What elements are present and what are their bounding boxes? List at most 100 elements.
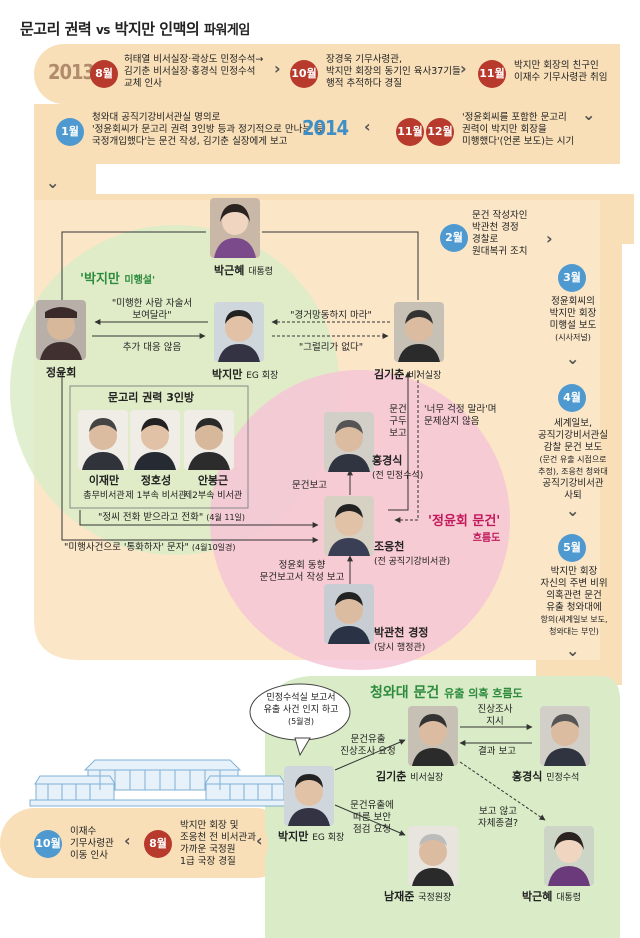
jho-photo [130,410,180,470]
kim2-photo [408,706,458,766]
kim2-name: 김기춘 비서실장 [376,770,444,783]
nam-name: 남재준 국정원장 [384,890,452,903]
month-11: 11월 [478,60,506,88]
line-pres-kim [262,231,419,300]
label-text-msg: "미행사건으로 '통화하자' 문자" (4월10일경) [64,542,236,553]
month-10: 10월 [290,60,318,88]
chevron-right-icon: › [546,229,553,248]
trio-box [69,385,249,509]
year-2013: 2013 [48,60,95,84]
pgc-name: 박관천 경정(당시 행정관) [374,626,429,653]
arrow-trio-cho [79,510,319,528]
month-10b: 10월 [34,830,62,858]
month-8b: 8월 [144,830,172,858]
park-jm-photo [214,302,264,362]
park-jm-name: 박지만 EG 회장 [212,368,279,381]
park-gh-photo [210,198,260,258]
kim-photo [394,302,444,362]
park-gh2-name: 박근혜 대통령 [522,890,582,903]
arrow-jung-cho [61,372,319,543]
label-doc-report: 문건보고 [292,480,327,491]
arrow-kim-cho [394,370,419,523]
month-3: 3월 [558,264,586,292]
chevron-right-icon: › [460,59,467,78]
cho-photo [324,496,374,556]
nam-photo [408,826,458,886]
label-no-response: 추가 대응 않음 [122,342,182,353]
timeline-end [6,812,268,876]
hong-name: 홍경식(전 민정수석) [372,454,424,481]
chevron-left-icon: ‹ [256,831,263,850]
ahn-photo [184,410,234,470]
cho-name: 조응천(전 공직기강비서관) [374,540,451,567]
arrow-kim2-pgh2 [459,761,546,821]
hong2-photo [540,706,590,766]
year-2014: 2014 [302,116,349,140]
park-jm2-name: 박지만 EG 회장 [278,830,345,843]
month-8: 8월 [90,60,118,88]
label-result-report: 결과 보고 [478,746,516,757]
leak-heading: 청와대 문건 유출 의혹 흐름도 [370,685,523,701]
chevron-right-icon: › [274,59,281,78]
chevron-left-icon: ‹ [124,831,131,850]
month-11b: 11월 [396,118,424,146]
month-4: 4월 [558,384,586,412]
label-call: "정씨 전화 받으라고 전화" (4월 11일) [98,512,246,523]
tail-heading: '박지만 미행설' [80,272,156,287]
chevron-down-icon: ⌄ [566,349,580,368]
lee-photo [78,410,128,470]
chevron-left-icon: ‹ [364,117,371,136]
park-gh-name: 박근혜 대통령 [214,264,274,277]
page-title: 문고리 권력 vs 박지만 인맥의 파워게임 [20,20,250,38]
chevron-down-icon: ⌄ [566,641,580,660]
hong2-name: 홍경식 민정수석 [512,770,580,783]
chevron-down-icon: ⌄ [46,173,60,192]
month-5: 5월 [558,534,586,562]
arrow-pjm2-kim2 [334,739,406,771]
park-jm2-photo [284,766,334,826]
arrow-cho-kim [388,371,411,511]
pgc-photo [324,584,374,644]
chevron-down-icon: ⌄ [582,105,596,124]
month-12: 12월 [426,118,454,146]
park-gh2-photo [544,826,594,886]
blue-house-building [29,759,291,807]
event-1: 청와대 공직기강비서관실 명의로'정윤회씨가 문고리 권력 3인방 등과 정기적… [92,112,323,147]
month-1: 1월 [56,118,84,146]
hong-photo [324,412,374,472]
trio-heading: 문고리 권력 3인방 [108,391,195,404]
jung-photo [36,300,86,360]
jung-name: 정윤회 [46,366,77,379]
chevron-down-icon: ⌄ [566,501,580,520]
arrow-pjm2-nam [334,804,406,836]
label-cant-be: "그럴리가 없다" [298,342,364,353]
doc-heading: '정윤회 문건' 흐름도 [428,514,501,544]
leak-area [265,676,620,938]
month-2: 2월 [440,224,468,252]
label-dont-act: "경거망동하지 마라" [290,310,372,321]
